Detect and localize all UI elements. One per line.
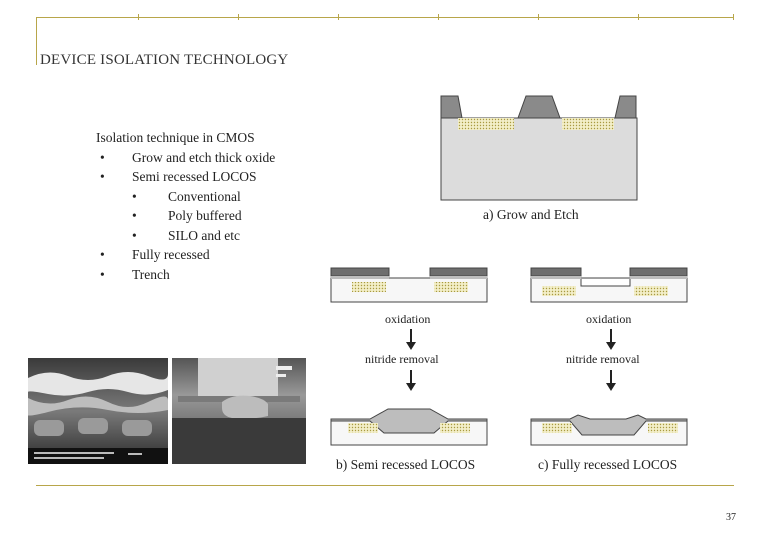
step-nitride-removal-b: nitride removal [365,352,439,366]
diagram-semi-recessed-locos [330,408,488,446]
bullet-item: •Semi recessed LOCOS [100,169,257,184]
sem-micrograph-left [28,358,168,464]
left-rule [36,17,37,65]
implant-region [434,282,468,292]
page-number: 37 [726,512,736,523]
bullet-subitem: •Poly buffered [132,208,242,223]
bullet-subitem: •Conventional [132,188,241,204]
diagram-semi-start [330,267,488,303]
bullet-item: •Grow and etch thick oxide [100,149,276,165]
bottom-rule [36,485,734,486]
implant-region [458,118,514,130]
bullet-item: •Trench [100,266,170,282]
pad-oxide [531,276,581,279]
implant-region [542,286,576,296]
slide-title: DEVICE ISOLATION TECHNOLOGY [40,52,289,68]
recess [580,279,631,287]
implant-region [352,282,386,292]
diagram-grow-and-etch [440,95,638,201]
step-nitride-removal-c: nitride removal [566,352,640,366]
locos-oxide [530,414,688,436]
step-oxidation-b: oxidation [385,312,431,326]
oxide-island [440,95,463,119]
bullet-item: •Fully recessed [100,247,210,262]
bullet-intro: Isolation technique in CMOS [96,130,255,145]
top-rule-tick [138,14,139,20]
diagram-fully-start [530,267,688,303]
nitride-layer [429,267,488,277]
top-rule-tick [438,14,439,20]
arrow-down-icon [606,370,616,391]
implant-region [634,286,668,296]
implant-region [348,423,378,433]
implant-region [542,423,572,433]
pad-oxide [430,276,487,279]
oxide-island [517,95,561,119]
top-rule-tick [538,14,539,20]
nitride-layer [330,267,390,277]
arrow-down-icon [606,329,616,350]
sem-micrograph-right [172,358,306,464]
caption-semi-recessed: b) Semi recessed LOCOS [336,457,476,472]
implant-region [648,423,678,433]
caption-fully-recessed: c) Fully recessed LOCOS [538,457,678,472]
bullet-list: Isolation technique in CMOS •Grow and et… [96,128,275,284]
arrow-down-icon [406,329,416,350]
caption-grow-and-etch: a) Grow and Etch [483,207,579,222]
substrate [440,117,638,201]
oxide-island [614,95,637,119]
implant-region [562,118,614,130]
pad-oxide [630,276,687,279]
top-rule-tick [238,14,239,20]
nitride-layer [629,267,688,277]
arrow-down-icon [406,370,416,391]
diagram-fully-recessed-locos [530,414,688,446]
nitride-layer [530,267,582,277]
top-rule-tick [338,14,339,20]
top-rule-tick [733,14,734,20]
implant-region [440,423,470,433]
bullet-subitem: •SILO and etc [132,227,240,243]
step-oxidation-c: oxidation [586,312,632,326]
top-rule-tick [638,14,639,20]
top-rule [36,17,734,18]
locos-oxide [330,408,488,434]
pad-oxide [331,276,389,279]
